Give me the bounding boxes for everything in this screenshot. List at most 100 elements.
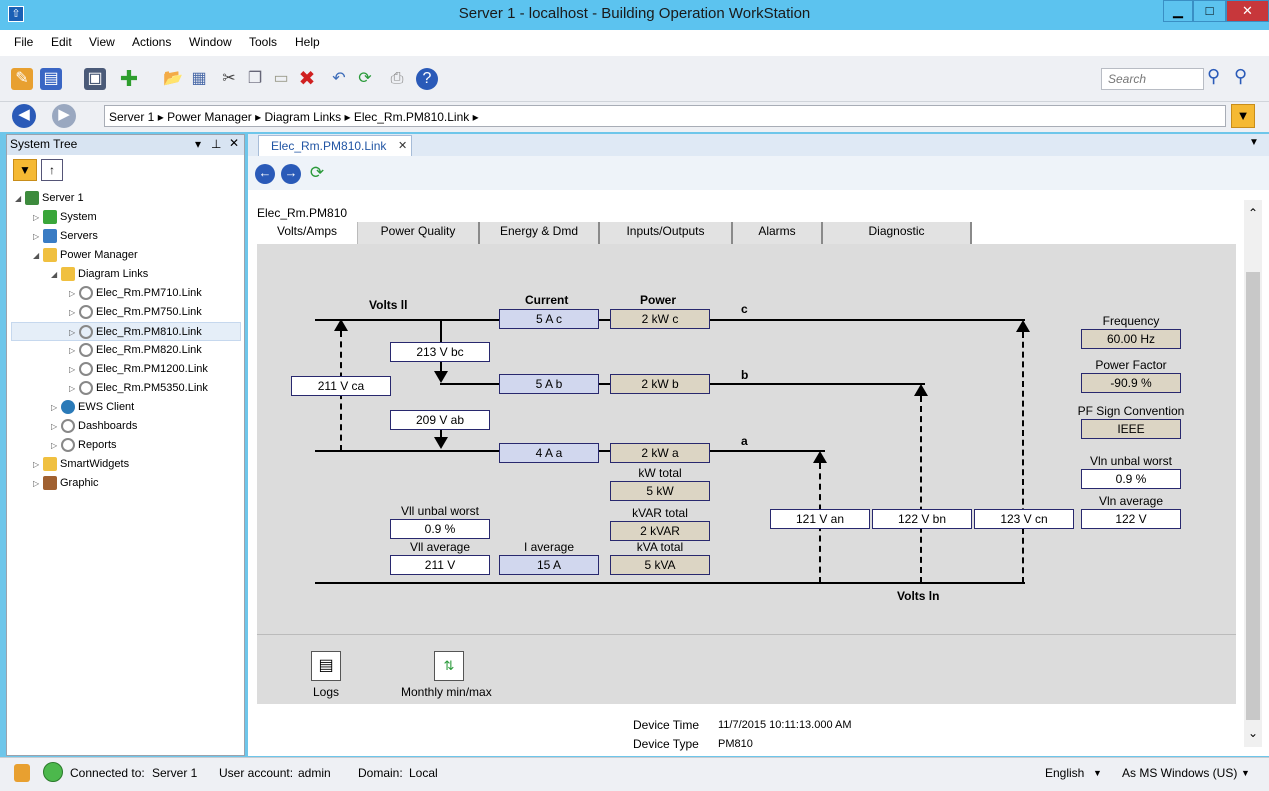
menu-actions[interactable]: Actions [132, 35, 172, 49]
add-icon[interactable]: ✚ [119, 66, 139, 91]
cut-icon[interactable]: ✂ [222, 70, 236, 87]
scroll-up-icon[interactable]: ⌃ [1248, 206, 1259, 220]
window-icon[interactable]: ▤ [40, 68, 62, 90]
monthly-minmax-label[interactable]: Monthly min/max [401, 685, 492, 699]
maximize-button[interactable]: □ [1193, 0, 1226, 22]
tree-item-ews-client[interactable]: ▷EWS Client [51, 400, 135, 415]
locale-select[interactable]: As MS Windows (US) [1122, 766, 1238, 780]
tab-power-quality[interactable]: Power Quality [358, 222, 480, 244]
tree-item-pm820[interactable]: ▷Elec_Rm.PM820.Link [69, 343, 202, 358]
breadcrumb-diagram-links[interactable]: Diagram Links [264, 110, 342, 124]
monthly-minmax-icon[interactable]: ⇅ [434, 651, 464, 681]
phase-c-label: c [741, 302, 748, 316]
vln-unbal-label: Vln unbal worst [1089, 454, 1173, 468]
menu-view[interactable]: View [89, 35, 115, 49]
menu-window[interactable]: Window [189, 35, 232, 49]
current-a-value: 4 A a [499, 443, 599, 463]
breadcrumb: Server 1 ▸ Power Manager ▸ Diagram Links… [104, 105, 1226, 127]
breadcrumb-device-link[interactable]: Elec_Rm.PM810.Link [353, 110, 470, 124]
device-time-value: 11/7/2015 10:11:13.000 AM [718, 719, 852, 731]
bc-connector-2 [440, 361, 442, 371]
tree-item-pm5350[interactable]: ▷Elec_Rm.PM5350.Link [69, 381, 208, 396]
tree-list: ◢Server 1 ▷System ▷Servers ◢Power Manage… [11, 189, 241, 493]
help-icon[interactable]: ? [416, 68, 438, 90]
device-title: Elec_Rm.PM810 [257, 206, 348, 220]
tree-item-pm750[interactable]: ▷Elec_Rm.PM750.Link [69, 305, 202, 320]
tab-close-icon[interactable]: ✕ [398, 140, 408, 152]
locale-dropdown-icon[interactable]: ▼ [1241, 768, 1250, 778]
menu-file[interactable]: File [14, 35, 34, 49]
tree-item-reports[interactable]: ▷Reports [51, 438, 117, 453]
breadcrumb-server[interactable]: Server 1 [109, 110, 155, 124]
back-button[interactable]: ◀ [12, 104, 36, 128]
phase-a-label: a [741, 434, 748, 448]
doc-refresh-icon[interactable]: ⟳ [309, 163, 325, 182]
workspace-icon[interactable]: ✎ [11, 68, 33, 90]
advanced-search-icon[interactable]: ⚲ [1234, 66, 1248, 86]
connection-status-icon [43, 762, 63, 782]
filter-icon[interactable]: ▼ [1231, 104, 1255, 128]
open-folder-icon[interactable]: 📂 [163, 70, 183, 87]
tree-item-pm710[interactable]: ▷Elec_Rm.PM710.Link [69, 286, 202, 301]
tab-alarms[interactable]: Alarms [733, 222, 823, 244]
print-icon[interactable]: ⎙ [390, 70, 404, 87]
tree-item-diagram-links[interactable]: ◢Diagram Links [51, 267, 149, 282]
doc-back-icon[interactable]: ← [255, 164, 275, 184]
bn-dashed [920, 396, 922, 583]
tree-header: System Tree ▾ ⊥ ✕ [7, 135, 244, 155]
breadcrumb-power-manager[interactable]: Power Manager [167, 110, 252, 124]
search-input[interactable]: Search [1101, 68, 1204, 90]
doc-forward-icon[interactable]: → [281, 164, 301, 184]
tree-filter-icon[interactable]: ▼ [13, 159, 37, 181]
paste-icon[interactable]: ▭ [273, 70, 289, 87]
search-icon[interactable]: ⚲ [1207, 66, 1221, 86]
logs-icon[interactable]: ▤ [311, 651, 341, 681]
save-icon[interactable]: ▦ [191, 70, 207, 87]
refresh-icon[interactable]: ⟳ [358, 70, 372, 87]
tree-dropdown-icon[interactable]: ▾ [195, 137, 202, 151]
document-tab[interactable]: Elec_Rm.PM810.Link✕ [258, 135, 412, 156]
tab-volts-amps[interactable]: Volts/Amps [257, 222, 358, 244]
scroll-down-icon[interactable]: ⌄ [1248, 726, 1259, 740]
kvar-total-label: kVAR total [632, 506, 688, 520]
delete-icon[interactable]: ✖ [298, 68, 316, 90]
document-tab-strip: Elec_Rm.PM810.Link✕ ▼ [248, 134, 1269, 156]
scroll-thumb[interactable] [1246, 272, 1260, 720]
copy-icon[interactable]: ❐ [247, 70, 263, 87]
pin-icon[interactable]: ⊥ [211, 137, 222, 151]
tree-close-icon[interactable]: ✕ [229, 136, 240, 150]
tab-diagnostic[interactable]: Diagnostic [823, 222, 972, 244]
scrollbar[interactable]: ⌃ ⌄ [1244, 200, 1262, 747]
tree-item-pm810[interactable]: ▷Elec_Rm.PM810.Link [11, 322, 241, 341]
minimize-button[interactable]: ▁ [1163, 0, 1193, 22]
tab-list-dropdown-icon[interactable]: ▼ [1249, 137, 1259, 148]
tree-item-graphic[interactable]: ▷Graphic [33, 476, 99, 491]
kva-total-label: kVA total [636, 540, 684, 554]
vll-avg-label: Vll average [409, 540, 471, 554]
tree-item-smartwidgets[interactable]: ▷SmartWidgets [33, 457, 130, 472]
display-icon[interactable]: ▣ [84, 68, 106, 90]
menu-tools[interactable]: Tools [249, 35, 278, 49]
undo-icon[interactable]: ↶ [332, 70, 346, 87]
tree-item-system[interactable]: ▷System [33, 210, 97, 225]
tree-item-dashboards[interactable]: ▷Dashboards [51, 419, 138, 434]
tree-item-server1[interactable]: ◢Server 1 [15, 191, 84, 206]
actions-panel: ▤ Logs ⇅ Monthly min/max [257, 634, 1236, 704]
tree-up-icon[interactable]: ↑ [41, 159, 63, 181]
v-ab-value: 209 V ab [390, 410, 490, 430]
kva-total-value: 5 kVA [610, 555, 710, 575]
logs-label[interactable]: Logs [313, 685, 340, 699]
language-dropdown-icon[interactable]: ▼ [1093, 768, 1102, 778]
tab-energy-dmd[interactable]: Energy & Dmd [480, 222, 600, 244]
tree-item-power-manager[interactable]: ◢Power Manager [33, 248, 138, 263]
lock-icon [14, 764, 30, 782]
close-button[interactable]: ✕ [1226, 0, 1269, 22]
tab-inputs-outputs[interactable]: Inputs/Outputs [600, 222, 733, 244]
forward-button[interactable]: ▶ [52, 104, 76, 128]
tree-item-servers[interactable]: ▷Servers [33, 229, 98, 244]
menu-help[interactable]: Help [295, 35, 320, 49]
tree-item-pm1200[interactable]: ▷Elec_Rm.PM1200.Link [69, 362, 208, 377]
language-select[interactable]: English [1045, 766, 1085, 780]
app-icon: ⇧ [8, 6, 24, 22]
menu-edit[interactable]: Edit [51, 35, 72, 49]
